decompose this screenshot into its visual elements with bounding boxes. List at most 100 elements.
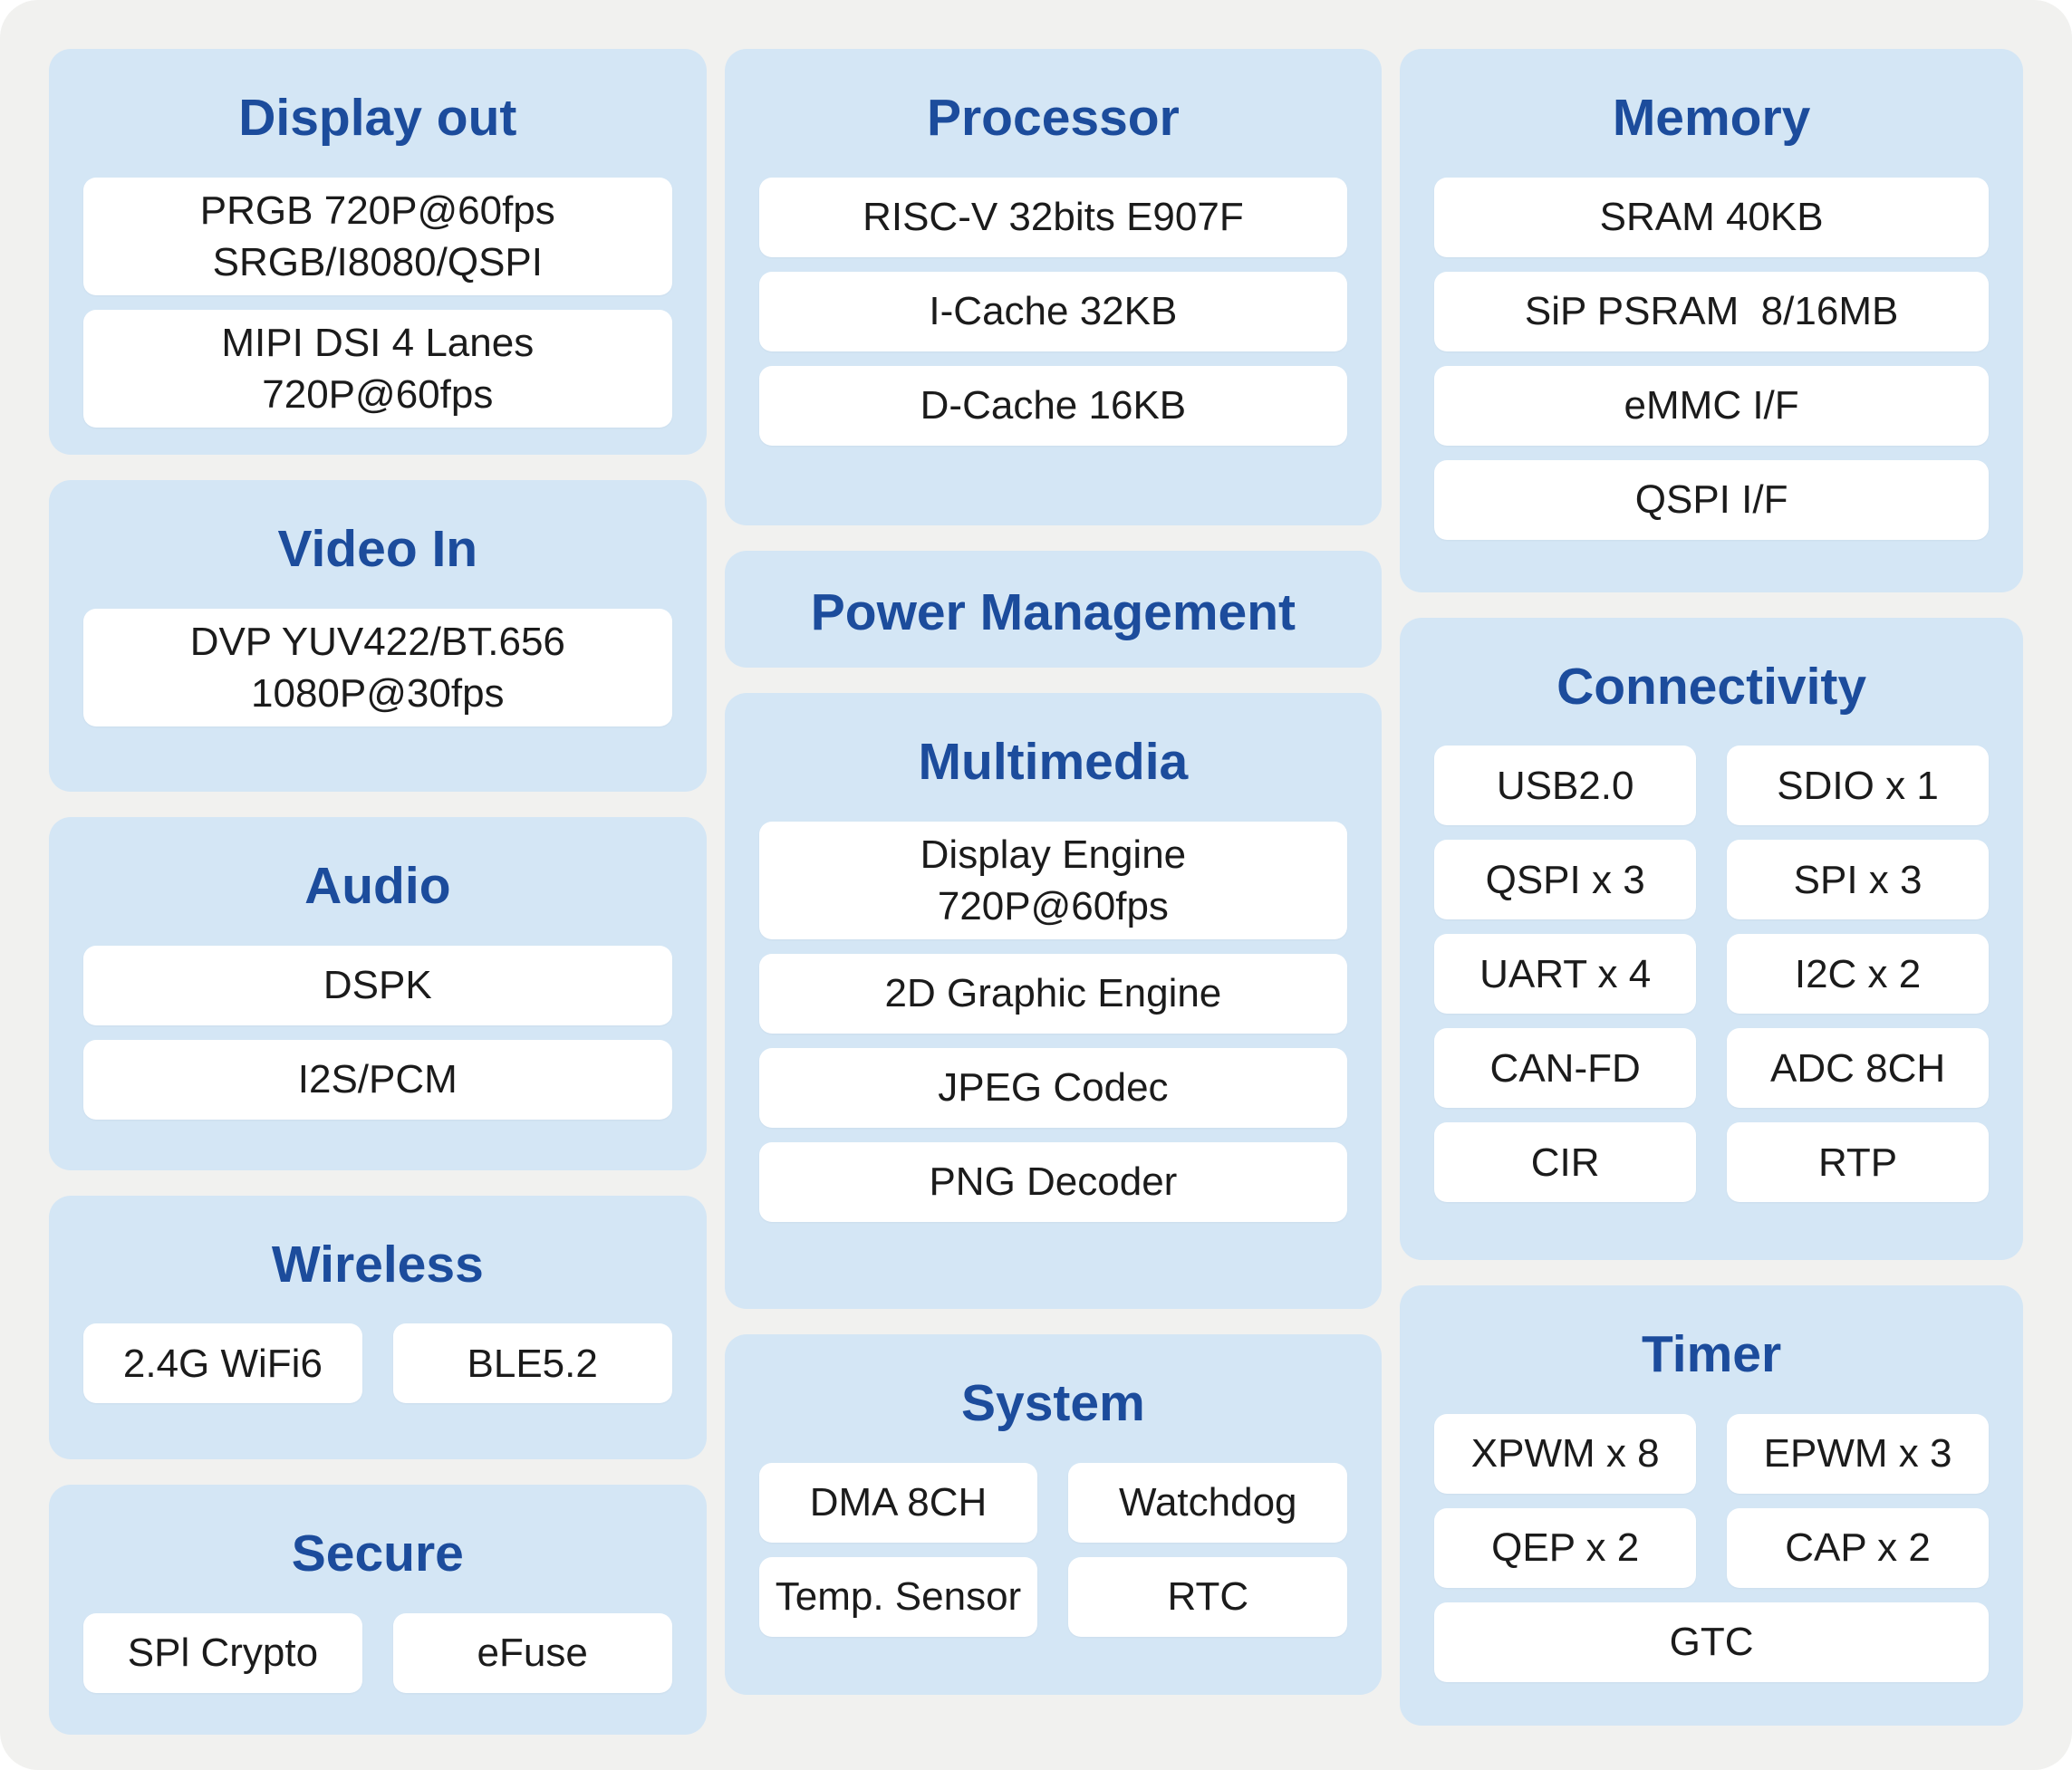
box-label-line: eMMC I/F: [1624, 382, 1799, 428]
box-gtc: GTC: [1434, 1602, 1989, 1682]
box-cap-x2: CAP x 2: [1727, 1507, 1989, 1588]
box-sip-psram: SiP PSRAM 8/16MB: [1434, 271, 1989, 351]
box-i2c-x2: I2C x 2: [1727, 934, 1989, 1015]
column-right: Memory SRAM 40KB SiP PSRAM 8/16MB eMMC I…: [1400, 49, 2023, 1735]
box-label-line: PRGB 720P@60fps: [199, 188, 555, 233]
box-label-line: BLE5.2: [467, 1341, 598, 1386]
box-cir: CIR: [1434, 1122, 1697, 1203]
box-label-line: DSPK: [323, 963, 432, 1008]
box-dcache-16kb: D-Cache 16KB: [758, 365, 1348, 446]
box-dma-8ch: DMA 8CH: [758, 1462, 1038, 1543]
box-label-line: QEP x 2: [1491, 1525, 1640, 1571]
box-label-line: CAN-FD: [1489, 1045, 1641, 1091]
section-title: System: [961, 1374, 1145, 1433]
section-title: Audio: [304, 857, 451, 916]
section-title: Video In: [277, 520, 478, 579]
section-display-out: Display out PRGB 720P@60fps SRGB/I8080/Q…: [49, 49, 707, 456]
section-title: Connectivity: [1556, 657, 1867, 716]
box-label-line: XPWM x 8: [1470, 1431, 1660, 1477]
box-label-line: MIPI DSI 4 Lanes: [221, 320, 535, 365]
section-title: Memory: [1612, 89, 1811, 147]
box-label-line: CIR: [1530, 1140, 1600, 1185]
box-label-line: SRAM 40KB: [1599, 194, 1824, 239]
box-2d-graphic-engine: 2D Graphic Engine: [758, 954, 1348, 1034]
box-label-line: 720P@60fps: [262, 372, 494, 418]
box-grid: XPWM x 8 EPWM x 3 QEP x 2 CAP x 2: [1434, 1413, 1989, 1588]
box-label-line: Watchdog: [1119, 1479, 1297, 1525]
box-usb20: USB2.0: [1434, 746, 1697, 826]
box-label-line: Temp. Sensor: [775, 1573, 1022, 1619]
box-uart-x4: UART x 4: [1434, 934, 1697, 1015]
section-power-management: Power Management: [724, 550, 1383, 669]
box-label-line: SRGB/I8080/QSPI: [212, 239, 543, 284]
box-prgb-720p: PRGB 720P@60fps SRGB/I8080/QSPI: [83, 177, 672, 295]
box-label-line: 720P@60fps: [937, 883, 1169, 928]
box-display-engine: Display Engine 720P@60fps: [758, 821, 1348, 940]
box-label-line: D-Cache 16KB: [920, 382, 1187, 428]
column-middle: Processor RISC-V 32bits E907F I-Cache 32…: [724, 49, 1383, 1735]
box-label-line: I2C x 2: [1794, 951, 1922, 996]
section-title: Multimedia: [918, 733, 1189, 792]
box-sram-40kb: SRAM 40KB: [1434, 177, 1989, 257]
section-title: Processor: [926, 89, 1180, 147]
box-label-line: SPl Crypto: [127, 1631, 319, 1676]
box-label-line: JPEG Codec: [938, 1065, 1169, 1111]
section-title: Power Management: [810, 582, 1296, 641]
box-stack: PRGB 720P@60fps SRGB/I8080/QSPI MIPI DSI…: [83, 177, 672, 428]
section-title: Wireless: [271, 1235, 484, 1294]
box-label-line: GTC: [1669, 1620, 1754, 1665]
box-grid: USB2.0 SDIO x 1 QSPI x 3 SPI x 3 UART x …: [1434, 746, 1989, 1203]
box-adc-8ch: ADC 8CH: [1727, 1028, 1989, 1109]
box-icache-32kb: I-Cache 32KB: [758, 271, 1348, 351]
box-ble52: BLE5.2: [392, 1323, 672, 1404]
box-stack: SRAM 40KB SiP PSRAM 8/16MB eMMC I/F QSPI…: [1434, 177, 1989, 540]
box-label-line: ADC 8CH: [1769, 1045, 1946, 1091]
section-processor: Processor RISC-V 32bits E907F I-Cache 32…: [724, 49, 1383, 525]
box-epwm-x3: EPWM x 3: [1727, 1413, 1989, 1494]
box-pair: 2.4G WiFi6 BLE5.2: [83, 1323, 672, 1404]
section-title: Display out: [238, 89, 517, 147]
column-left: Display out PRGB 720P@60fps SRGB/I8080/Q…: [49, 49, 707, 1735]
section-wireless: Wireless 2.4G WiFi6 BLE5.2: [49, 1195, 707, 1460]
box-rtp: RTP: [1727, 1122, 1989, 1203]
box-qspi-x3: QSPI x 3: [1434, 840, 1697, 920]
box-sdio-x1: SDIO x 1: [1727, 746, 1989, 826]
box-label-line: SDIO x 1: [1777, 763, 1939, 808]
section-secure: Secure SPl Crypto eFuse: [49, 1485, 707, 1735]
box-label-line: QSPI I/F: [1634, 476, 1788, 522]
box-label-line: USB2.0: [1496, 763, 1634, 808]
section-video-in: Video In DVP YUV422/BT.656 1080P@30fps: [49, 480, 707, 793]
box-label-line: 1080P@30fps: [251, 671, 505, 717]
box-watchdog: Watchdog: [1068, 1462, 1348, 1543]
box-stack: DSPK I2S/PCM: [83, 945, 672, 1120]
box-label-line: RTP: [1817, 1140, 1898, 1185]
box-qep-x2: QEP x 2: [1434, 1507, 1697, 1588]
box-label-line: SPI x 3: [1793, 857, 1923, 902]
section-title: Secure: [291, 1525, 464, 1583]
box-label-line: Display Engine: [920, 832, 1187, 877]
box-stack: RISC-V 32bits E907F I-Cache 32KB D-Cache…: [758, 177, 1348, 446]
box-label-line: PNG Decoder: [929, 1159, 1178, 1205]
box-grid: DMA 8CH Watchdog Temp. Sensor RTC: [758, 1462, 1348, 1637]
box-png-decoder: PNG Decoder: [758, 1142, 1348, 1223]
box-jpeg-codec: JPEG Codec: [758, 1048, 1348, 1129]
box-dspk: DSPK: [83, 945, 672, 1025]
section-system: System DMA 8CH Watchdog Temp. Sensor RTC: [724, 1334, 1383, 1695]
box-emmc-if: eMMC I/F: [1434, 365, 1989, 446]
box-label-line: EPWM x 3: [1763, 1431, 1952, 1477]
box-label-line: QSPI x 3: [1485, 857, 1645, 902]
box-label-line: 2D Graphic Engine: [884, 971, 1222, 1016]
box-xpwm-x8: XPWM x 8: [1434, 1413, 1697, 1494]
box-temp-sensor: Temp. Sensor: [758, 1556, 1038, 1637]
box-spi-x3: SPI x 3: [1727, 840, 1989, 920]
box-spl-crypto: SPl Crypto: [83, 1612, 362, 1693]
box-wifi6: 2.4G WiFi6: [83, 1323, 362, 1404]
box-efuse: eFuse: [392, 1612, 672, 1693]
box-qspi-if: QSPI I/F: [1434, 459, 1989, 540]
section-multimedia: Multimedia Display Engine 720P@60fps 2D …: [724, 693, 1383, 1310]
box-label-line: RTC: [1167, 1573, 1249, 1619]
box-rtc: RTC: [1068, 1556, 1348, 1637]
section-connectivity: Connectivity USB2.0 SDIO x 1 QSPI x 3 SP…: [1400, 617, 2023, 1261]
box-dvp-yuv422: DVP YUV422/BT.656 1080P@30fps: [83, 608, 672, 727]
